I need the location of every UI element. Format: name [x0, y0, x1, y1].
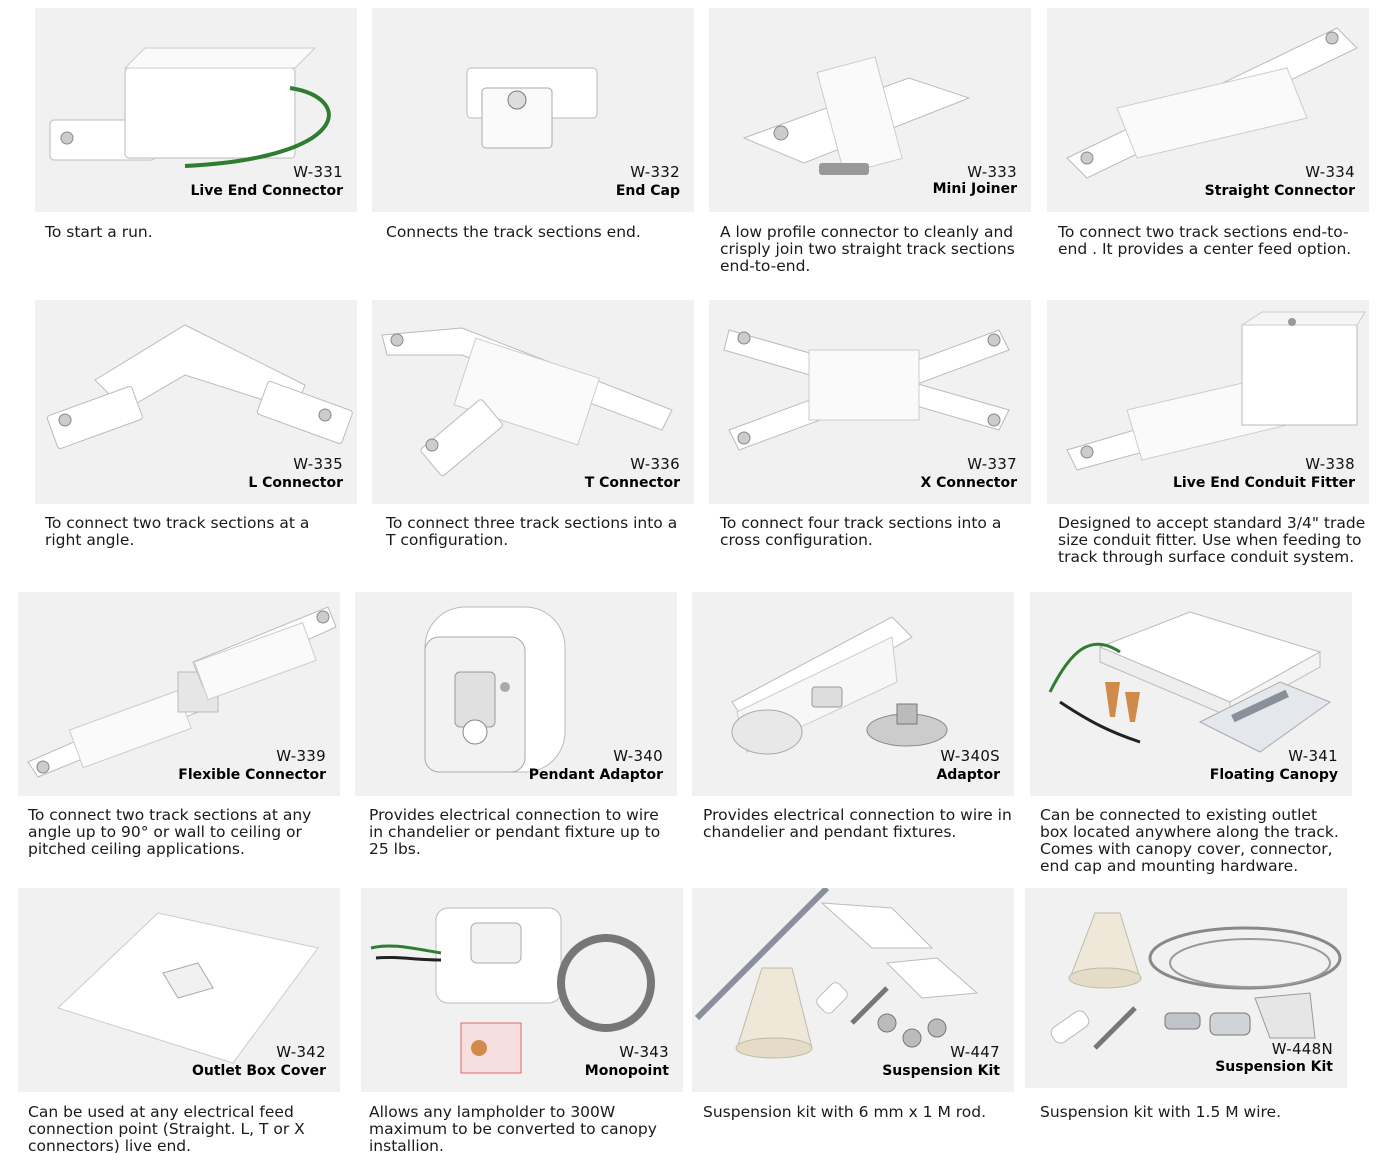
product-code: W-332 [630, 163, 680, 181]
product-name: T Connector [584, 475, 680, 491]
product-description: Provides electrical connection to wire i… [369, 806, 661, 858]
product-photo: W-448N Suspension Kit [1025, 888, 1347, 1088]
product-photo: W-337 X Connector [709, 300, 1031, 504]
flexible-connector-icon [27, 606, 337, 778]
product-code: W-340S [940, 747, 1000, 765]
end-cap-icon [466, 67, 598, 149]
product-description: Allows any lampholder to 300W maximum to… [369, 1103, 657, 1155]
product-name: Suspension Kit [1215, 1059, 1333, 1075]
suspension-kit-rod-icon [694, 888, 979, 1059]
product-description: Suspension kit with 1.5 M wire. [1040, 1103, 1282, 1121]
product-description: To connect two track sections at a right… [45, 514, 310, 549]
product-photo: W-342 Outlet Box Cover [18, 888, 340, 1092]
product-name: Suspension Kit [882, 1063, 1000, 1079]
product-photo: W-331 Live End Connector [35, 8, 357, 212]
monopoint-icon [370, 907, 655, 1074]
product-name: Live End Connector [190, 183, 343, 199]
product-description: To connect three track sections into a T… [386, 514, 678, 549]
product-code: W-331 [293, 163, 343, 181]
product-code: W-333 [967, 163, 1017, 181]
product-code: W-342 [276, 1043, 326, 1061]
l-connector-icon [46, 324, 353, 450]
product-code: W-341 [1288, 747, 1338, 765]
product-name: Mini Joiner [932, 181, 1017, 197]
product-description: Provides electrical connection to wire i… [703, 806, 1012, 841]
live-end-connector-icon [49, 47, 331, 168]
product-description: Designed to accept standard 3/4" trade s… [1058, 514, 1366, 566]
product-photo: W-339 Flexible Connector [18, 592, 340, 796]
product-photo: W-340 Pendant Adaptor [355, 592, 677, 796]
product-photo: W-334 Straight Connector [1047, 8, 1369, 212]
product-description: To connect four track sections into a cr… [720, 514, 1002, 549]
product-name: X Connector [920, 475, 1017, 491]
product-name: L Connector [248, 475, 343, 491]
product-code: W-343 [619, 1043, 669, 1061]
product-photo: W-335 L Connector [35, 300, 357, 504]
product-code: W-337 [967, 455, 1017, 473]
product-photo: W-332 End Cap [372, 8, 694, 212]
conduit-fitter-icon [1066, 311, 1366, 471]
straight-connector-icon [1066, 27, 1358, 179]
product-photo: W-333 Mini Joiner [709, 8, 1031, 212]
product-description: To connect two track sections at any ang… [28, 806, 312, 858]
product-name: Pendant Adaptor [528, 767, 663, 783]
product-name: Monopoint [584, 1063, 669, 1079]
product-description: A low profile connector to cleanly and c… [720, 223, 1015, 275]
outlet-box-cover-icon [57, 912, 319, 1064]
product-photo: W-341 Floating Canopy [1030, 592, 1352, 796]
product-photo: W-338 Live End Conduit Fitter [1047, 300, 1369, 504]
product-description: Can be connected to existing outlet box … [1040, 806, 1339, 875]
product-code: W-335 [293, 455, 343, 473]
product-description: Connects the track sections end. [386, 223, 641, 241]
product-name: Straight Connector [1204, 183, 1355, 199]
adaptor-icon [731, 616, 948, 755]
x-connector-icon [723, 329, 1010, 451]
product-code: W-336 [630, 455, 680, 473]
product-description: To connect two track sections end-to-end… [1058, 223, 1352, 258]
product-photo: W-447 Suspension Kit [692, 888, 1014, 1092]
t-connector-icon [381, 327, 673, 477]
suspension-kit-wire-icon [1050, 912, 1342, 1050]
product-code: W-447 [950, 1043, 1000, 1061]
product-name: Floating Canopy [1209, 767, 1338, 783]
product-code: W-339 [276, 747, 326, 765]
pendant-adaptor-icon [424, 606, 566, 773]
product-photo: W-340S Adaptor [692, 592, 1014, 796]
product-name: Flexible Connector [178, 767, 326, 783]
product-name: End Cap [615, 183, 680, 199]
product-photo: W-336 T Connector [372, 300, 694, 504]
floating-canopy-icon [1048, 611, 1332, 753]
product-code: W-334 [1305, 163, 1355, 181]
product-name: Adaptor [936, 767, 1000, 783]
product-description: To start a run. [45, 223, 153, 241]
product-photo: W-343 Monopoint [361, 888, 683, 1092]
product-name: Outlet Box Cover [191, 1063, 326, 1079]
product-description: Suspension kit with 6 mm x 1 M rod. [703, 1103, 987, 1121]
product-code: W-448N [1271, 1040, 1333, 1058]
mini-joiner-icon [742, 56, 971, 175]
product-name: Live End Conduit Fitter [1173, 475, 1355, 491]
product-code: W-340 [613, 747, 663, 765]
product-code: W-338 [1305, 455, 1355, 473]
product-description: Can be used at any electrical feed conne… [28, 1103, 305, 1155]
